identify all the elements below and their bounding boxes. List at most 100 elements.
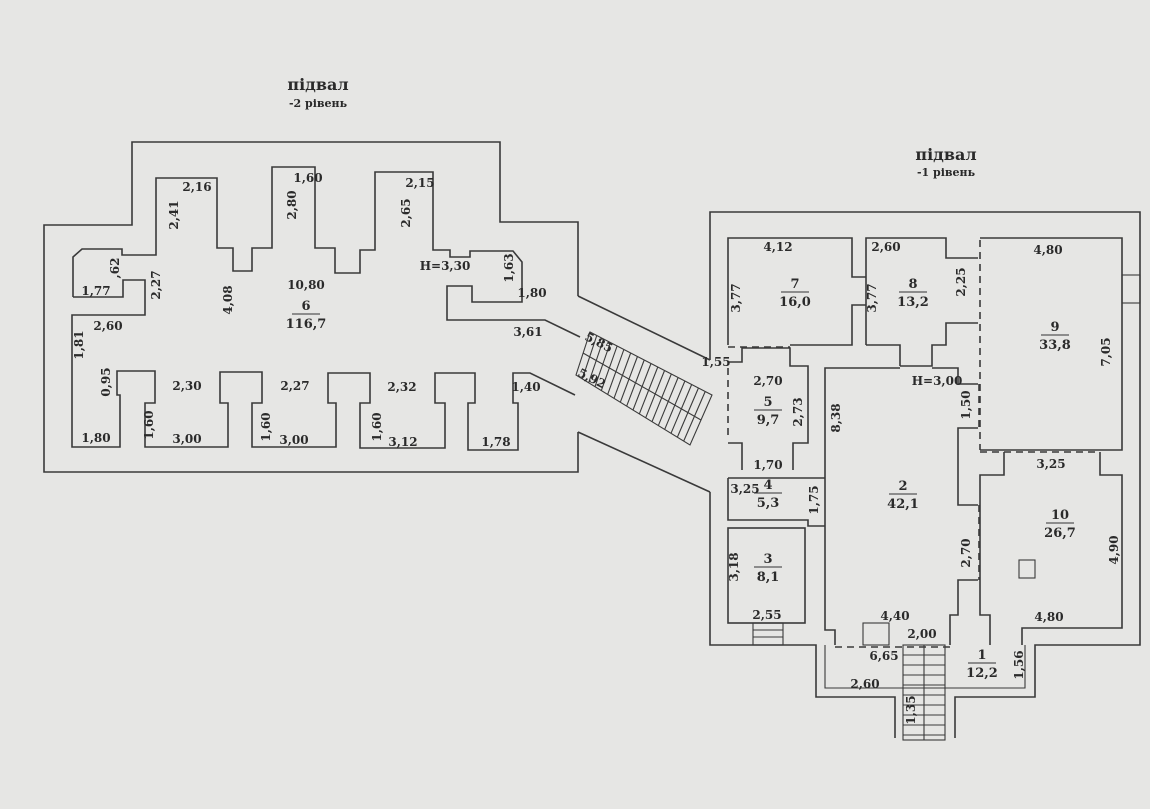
dimension-label: 1,75	[807, 485, 821, 514]
room-area: 12,2	[966, 666, 998, 681]
room-area: 8,1	[757, 570, 780, 585]
dimension-label: 1,70	[753, 458, 782, 472]
stair-tread	[683, 391, 706, 442]
stairs-between-levels	[575, 331, 713, 446]
room-number: 10	[1051, 508, 1069, 523]
dimension-label: 2,70	[959, 538, 973, 567]
room-3: 38,1	[754, 552, 782, 585]
level-subtitle: -1 рівень	[917, 166, 976, 179]
stair-tread	[613, 352, 632, 399]
dimension-label: 1,78	[481, 435, 510, 449]
dimension-label: 2,32	[387, 380, 416, 394]
stair-tread	[607, 349, 625, 395]
room-number: 8	[908, 277, 917, 292]
dimension-label: 2,16	[182, 180, 211, 194]
dimension-label: 1,55	[701, 355, 730, 369]
dimension-label: 1,35	[904, 695, 918, 724]
dimension-label: 1,77	[81, 284, 110, 298]
room-number: 2	[898, 479, 907, 494]
room-area: 9,7	[757, 413, 780, 428]
dimension-label: 2,70	[753, 374, 782, 388]
dimension-label: 2,27	[280, 379, 309, 393]
dimension-label: 3,25	[1036, 457, 1065, 471]
stair-tread	[670, 384, 693, 434]
dimension-label: 4,08	[221, 285, 235, 314]
dimension-label: 10,80	[287, 278, 325, 292]
dimension-label: 4,80	[1033, 243, 1062, 257]
dimension-label: 2,27	[149, 270, 163, 299]
room-number: 6	[301, 299, 310, 314]
dimension-label: 1,81	[72, 330, 86, 359]
dimension-label: 3,61	[513, 325, 542, 339]
dimension-label: 2,60	[850, 677, 879, 691]
level-minus-2-walls	[43, 141, 711, 493]
dimension-label: 1,60	[293, 171, 322, 185]
dimension-label: 3,18	[727, 552, 741, 581]
room-4: 45,3	[754, 478, 782, 511]
stair-tread	[657, 377, 679, 426]
room-area: 13,2	[897, 295, 929, 310]
dimension-label: H=3,30	[420, 259, 471, 273]
dimension-label: 1,60	[370, 412, 384, 441]
stair-tread	[619, 356, 638, 403]
level-titles: підвал -2 рівень підвал -1 рівень	[287, 75, 976, 179]
room-number: 9	[1050, 320, 1059, 335]
dimension-label: ,62	[108, 258, 122, 279]
stair-tread	[638, 366, 659, 415]
stair-tread	[664, 380, 686, 430]
dimension-label: 2,00	[907, 627, 936, 641]
room-9: 933,8	[1039, 320, 1071, 353]
dimension-label: 4,40	[880, 609, 909, 623]
dimension-label: 2,73	[791, 397, 805, 426]
dimension-label: 5,92	[576, 366, 608, 392]
room-area: 26,7	[1044, 526, 1076, 541]
dimension-label: 2,41	[167, 200, 181, 229]
dimension-label: 1,40	[511, 380, 540, 394]
dimension-label: 1,60	[142, 410, 156, 439]
level-title: підвал	[287, 75, 348, 94]
room-number: 4	[763, 478, 772, 493]
dimension-label: 1,63	[502, 253, 516, 282]
dimension-label: 2,15	[405, 176, 434, 190]
room-area: 33,8	[1039, 338, 1071, 353]
room-7: 716,0	[779, 277, 811, 310]
dimension-label: 1,60	[259, 412, 273, 441]
stair-tread	[600, 345, 618, 391]
dimension-label: 2,60	[871, 240, 900, 254]
room-number: 3	[763, 552, 772, 567]
dimension-label: 2,60	[93, 319, 122, 333]
dimension-label: 1,80	[517, 286, 546, 300]
room-number: 1	[977, 648, 986, 663]
room-1: 112,2	[966, 648, 998, 681]
dimension-label: 6,65	[869, 649, 898, 663]
room-labels: 6116,7716,0813,2933,859,745,338,1242,110…	[286, 277, 1076, 681]
dimension-label: 3,25	[730, 482, 759, 496]
dimension-label: 3,77	[865, 283, 879, 312]
dimension-label: 1,50	[959, 390, 973, 419]
room-number: 5	[763, 395, 772, 410]
dimension-label: 0,95	[99, 367, 113, 396]
dimension-label: 2,30	[172, 379, 201, 393]
stair-tread	[651, 373, 672, 422]
room-8: 813,2	[897, 277, 929, 310]
dimension-label: 3,12	[388, 435, 417, 449]
dimension-label: 8,38	[829, 403, 843, 432]
dimension-label: 2,55	[752, 608, 781, 622]
dimension-label: 2,65	[399, 198, 413, 227]
dimension-label: 1,80	[81, 431, 110, 445]
dimension-label: 2,25	[954, 267, 968, 296]
dimension-label: 4,90	[1107, 535, 1121, 564]
room-2: 242,1	[887, 479, 919, 512]
dimension-label: 3,77	[729, 283, 743, 312]
room-area: 5,3	[757, 496, 780, 511]
room-number: 7	[790, 277, 799, 292]
dimension-label: 7,05	[1099, 337, 1113, 366]
dimension-label: 2,80	[285, 190, 299, 219]
dimension-label: 3,00	[279, 433, 308, 447]
room-area: 16,0	[779, 295, 811, 310]
stair-tread	[588, 338, 605, 383]
level-minus-1-walls	[709, 211, 1141, 741]
room-area: 42,1	[887, 497, 919, 512]
